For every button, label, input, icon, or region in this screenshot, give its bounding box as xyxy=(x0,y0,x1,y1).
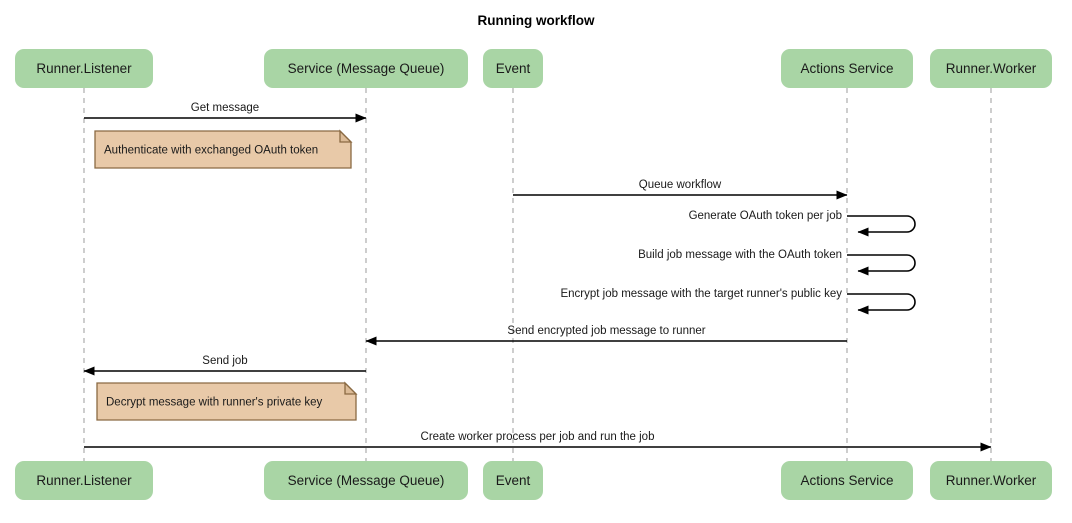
participant-box xyxy=(930,461,1052,500)
message-generate-oauth-token: Generate OAuth token per job xyxy=(689,210,916,237)
message-send-encrypted-job-message: Send encrypted job message to runner xyxy=(365,325,847,346)
participant-box xyxy=(264,49,468,88)
message-encrypt-job-message: Encrypt job message with the target runn… xyxy=(560,288,916,315)
participant-actions-service-header[interactable]: Actions Service xyxy=(781,49,913,88)
participant-label: Runner.Worker xyxy=(946,61,1037,76)
message-queue-workflow: Queue workflow xyxy=(513,179,848,200)
message-label: Create worker process per job and run th… xyxy=(421,431,655,443)
note-fold-corner-icon xyxy=(344,381,358,395)
participant-label: Service (Message Queue) xyxy=(288,61,445,76)
participant-label: Event xyxy=(496,61,531,76)
participant-label: Event xyxy=(496,473,531,488)
participant-runner-listener-footer[interactable]: Runner.Listener xyxy=(15,461,153,500)
participant-label: Actions Service xyxy=(800,61,893,76)
self-loop-path xyxy=(847,293,916,315)
participants-header-group: Runner.Listener Service (Message Queue) Ev… xyxy=(15,49,1052,88)
participant-label: Runner.Worker xyxy=(946,473,1037,488)
participant-box xyxy=(15,49,153,88)
note-decrypt-note: Decrypt message with runner's private ke… xyxy=(96,381,358,421)
note-label: Authenticate with exchanged OAuth token xyxy=(104,145,318,157)
page-title: Running workflow xyxy=(478,13,595,28)
note-body xyxy=(94,130,352,169)
participant-label: Actions Service xyxy=(800,473,893,488)
participant-box xyxy=(483,461,543,500)
note-label: Decrypt message with runner's private ke… xyxy=(106,397,323,409)
self-loop-path xyxy=(847,254,916,276)
participant-label: Runner.Listener xyxy=(36,473,132,488)
lifelines-group xyxy=(83,88,992,461)
message-label: Get message xyxy=(191,102,259,114)
message-label: Send encrypted job message to runner xyxy=(507,325,705,337)
message-create-worker-process: Create worker process per job and run th… xyxy=(84,431,992,452)
message-send-job: Send job xyxy=(83,355,366,376)
message-label: Generate OAuth token per job xyxy=(689,210,842,222)
participant-service-mq-header[interactable]: Service (Message Queue) xyxy=(264,49,468,88)
participant-event-footer[interactable]: Event xyxy=(483,461,543,500)
participant-actions-service-footer[interactable]: Actions Service xyxy=(781,461,913,500)
participant-runner-worker-header[interactable]: Runner.Worker xyxy=(930,49,1052,88)
participant-label: Service (Message Queue) xyxy=(288,473,445,488)
note-fold-corner-icon xyxy=(339,129,353,143)
participant-runner-listener-header[interactable]: Runner.Listener xyxy=(15,49,153,88)
participant-event-header[interactable]: Event xyxy=(483,49,543,88)
participant-service-mq-footer[interactable]: Service (Message Queue) xyxy=(264,461,468,500)
participants-footer-group: Runner.Listener Service (Message Queue) Ev… xyxy=(15,461,1052,500)
participant-box xyxy=(264,461,468,500)
message-get-message: Get message xyxy=(84,102,367,123)
note-body xyxy=(96,382,357,421)
message-label: Encrypt job message with the target runn… xyxy=(560,288,842,300)
message-label: Queue workflow xyxy=(639,179,722,191)
note-authenticate-note: Authenticate with exchanged OAuth token xyxy=(94,129,353,169)
participant-label: Runner.Listener xyxy=(36,61,132,76)
participant-box xyxy=(930,49,1052,88)
participant-box xyxy=(483,49,543,88)
self-loop-path xyxy=(847,215,916,237)
message-label: Build job message with the OAuth token xyxy=(638,249,842,261)
participant-box xyxy=(15,461,153,500)
participant-runner-worker-footer[interactable]: Runner.Worker xyxy=(930,461,1052,500)
message-build-job-message: Build job message with the OAuth token xyxy=(638,249,916,276)
notes-group: Authenticate with exchanged OAuth tokenD… xyxy=(94,129,358,421)
message-label: Send job xyxy=(202,355,247,367)
participant-box xyxy=(781,461,913,500)
participant-box xyxy=(781,49,913,88)
